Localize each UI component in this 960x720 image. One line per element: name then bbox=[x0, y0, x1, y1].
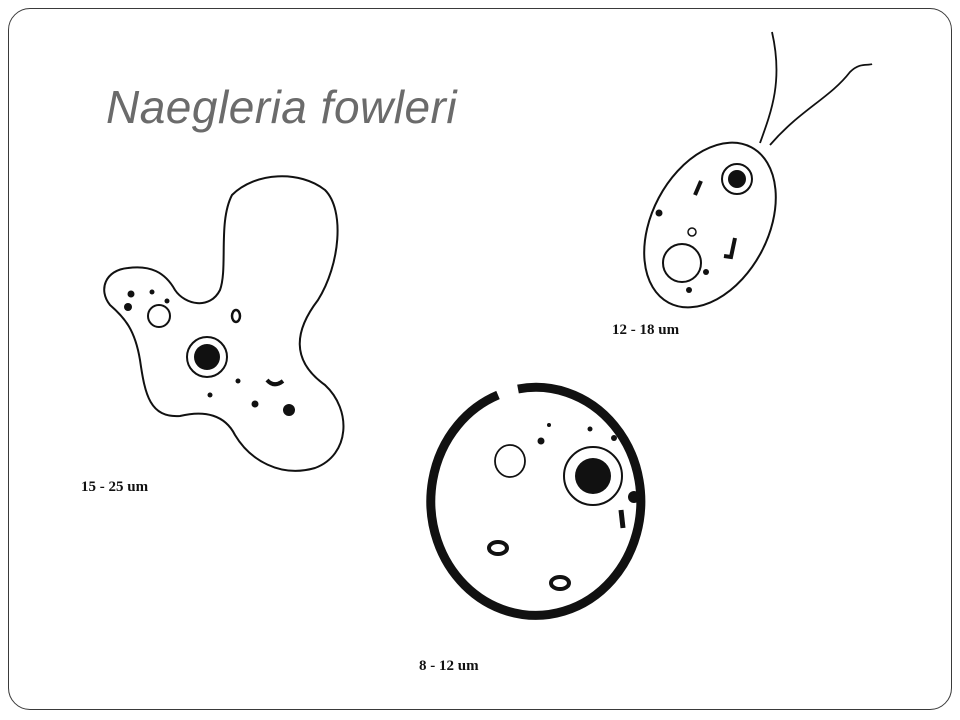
slide-title: Naegleria fowleri bbox=[106, 81, 458, 133]
cyst-drawing bbox=[426, 382, 646, 620]
trophozoite-drawing bbox=[103, 175, 345, 472]
flagellate-outline bbox=[643, 141, 777, 309]
cyst-wall bbox=[426, 382, 646, 620]
trophozoite-size-label: 15 - 25 um bbox=[81, 479, 149, 495]
flagellate-drawing bbox=[643, 31, 873, 309]
trophozoite-outline bbox=[103, 175, 345, 472]
cyst-size-label: 8 - 12 um bbox=[419, 658, 479, 674]
flagella bbox=[759, 31, 873, 146]
flagellate-size-label: 12 - 18 um bbox=[612, 322, 680, 338]
